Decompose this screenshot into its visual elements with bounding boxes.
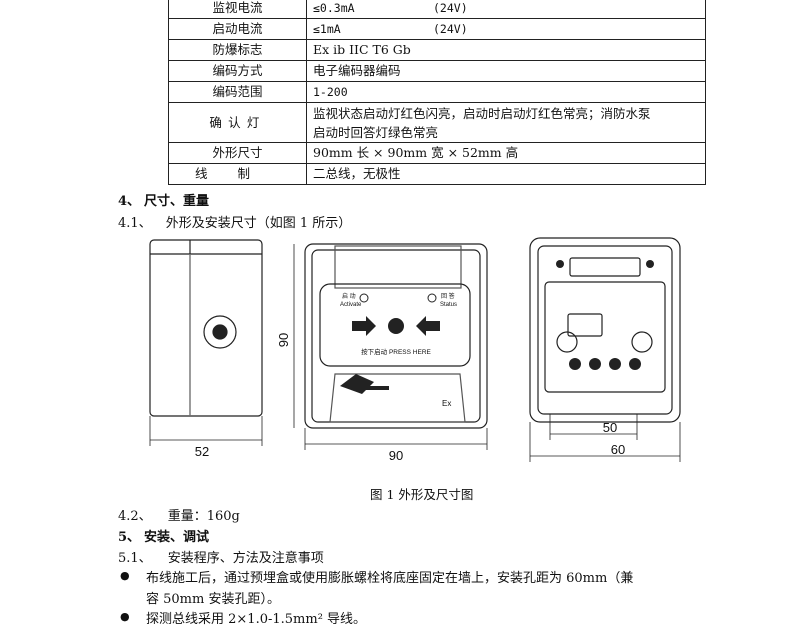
spec-value: Ex ib IIC T6 Gb — [306, 39, 706, 61]
dimension-figure: 52 90 90 50 60 启 动 Activate 回 答 Status 按… — [130, 234, 690, 474]
mount-hole-left — [556, 331, 578, 353]
subsection-4-1: 4.1、外形及安装尺寸（如图 1 所示） — [118, 216, 352, 231]
label-status-cn: 回 答 — [441, 292, 455, 300]
spec-value: ≤0.3mA(24V) — [306, 0, 706, 19]
side-view-knob — [203, 315, 237, 349]
arrow-right-icon — [352, 316, 376, 336]
bullet-text: 探测总线采用 2×1.0-1.5mm² 导线。 — [146, 612, 367, 627]
dim-label-50: 50 — [603, 420, 617, 435]
spec-key: 编码范围 — [168, 81, 307, 103]
dim-label-front-height: 90 — [276, 333, 291, 347]
label-activate-en: Activate — [340, 302, 362, 308]
mount-hole-right — [631, 331, 653, 353]
spec-value: 二总线，无极性 — [306, 163, 706, 185]
spec-key: 线制 — [168, 163, 307, 185]
table-row: 编码范围 1-200 — [168, 81, 706, 103]
bullet-icon: ● — [120, 569, 130, 582]
table-row: 启动电流 ≤1mA(24V) — [168, 18, 706, 40]
dimension-drawing: 52 90 90 50 60 启 动 Activate 回 答 Status 按… — [149, 237, 681, 463]
figure-caption: 图 1 外形及尺寸图 — [370, 487, 474, 502]
side-view-body — [149, 239, 263, 417]
spec-value: 90mm 长 × 90mm 宽 × 52mm 高 — [306, 142, 706, 164]
label-press-here: 按下启动 PRESS HERE — [361, 347, 431, 356]
back-view-frame — [529, 237, 681, 423]
spec-key: 外形尺寸 — [168, 142, 307, 164]
section-heading-4: 4、尺寸、重量 — [118, 194, 210, 209]
table-row: 监视电流 ≤0.3mA(24V) — [168, 0, 706, 19]
bullet-text: 布线施工后，通过预埋盒或使用膨胀螺栓将底座固定在墙上，安装孔距为 60mm（兼 — [146, 571, 634, 586]
table-row: 编码方式 电子编码器编码 — [168, 60, 706, 82]
dim-label-front-width: 90 — [389, 448, 403, 463]
spec-value: 1-200 — [306, 81, 706, 103]
bullet-icon: ● — [120, 610, 130, 623]
dim-label-60: 60 — [611, 442, 625, 457]
label-ex: Ex — [442, 399, 451, 408]
spec-value: ≤1mA(24V) — [306, 18, 706, 40]
spec-key: 编码方式 — [168, 60, 307, 82]
spec-value: 监视状态启动灯红色闪亮，启动时启动灯红色常亮；消防水泵启动时回答灯绿色常亮 — [306, 102, 706, 143]
dim-label-52: 52 — [195, 444, 209, 459]
front-view-frame — [304, 243, 488, 429]
spec-key: 防爆标志 — [168, 39, 307, 61]
brand-logo — [340, 374, 374, 394]
spec-key: 监视电流 — [168, 0, 307, 19]
label-activate-cn: 启 动 — [342, 292, 356, 300]
spec-value: 电子编码器编码 — [306, 60, 706, 82]
label-status-en: Status — [440, 302, 457, 308]
back-view-plate — [544, 281, 666, 393]
subsection-5-1: 5.1、安装程序、方法及注意事项 — [118, 551, 324, 566]
front-view-panel — [319, 283, 471, 367]
section-heading-5: 5、安装、调试 — [118, 530, 210, 545]
spec-table: 监视电流 ≤0.3mA(24V) 启动电流 ≤1mA(24V) 防爆标志 Ex … — [168, 0, 706, 185]
table-row: 线制 二总线，无极性 — [168, 163, 706, 185]
bullet-text: 容 50mm 安装孔距）。 — [146, 592, 280, 607]
table-row: 确认灯 监视状态启动灯红色闪亮，启动时启动灯红色常亮；消防水泵启动时回答灯绿色常… — [168, 102, 706, 143]
press-button — [388, 318, 404, 334]
spec-key: 确认灯 — [168, 102, 307, 143]
spec-key: 启动电流 — [168, 18, 307, 40]
table-row: 防爆标志 Ex ib IIC T6 Gb — [168, 39, 706, 61]
arrow-left-icon — [416, 316, 440, 336]
subsection-4-2: 4.2、重量：160g — [118, 509, 240, 524]
table-row: 外形尺寸 90mm 长 × 90mm 宽 × 52mm 高 — [168, 142, 706, 164]
